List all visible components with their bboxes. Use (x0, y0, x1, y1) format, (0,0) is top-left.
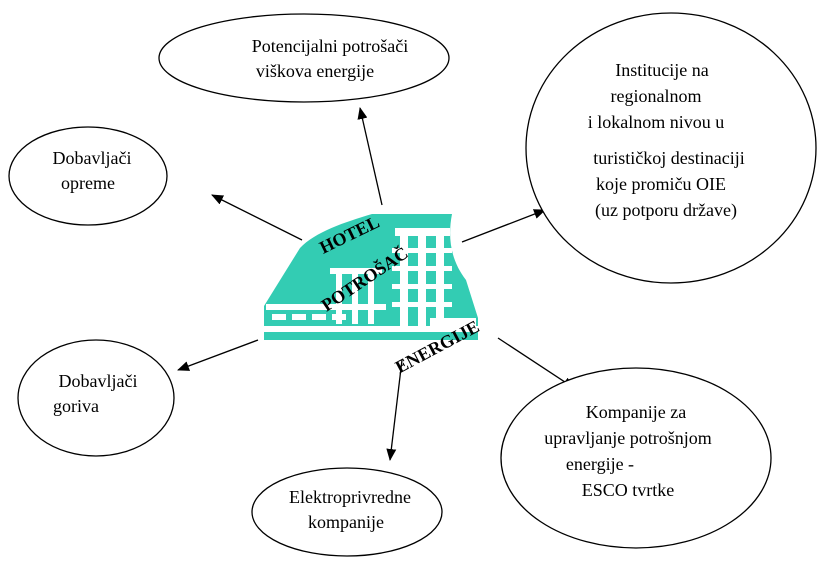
node-esco-companies-ellipse (500, 367, 772, 549)
arrow-to-esco (497, 337, 575, 389)
node-institutions-line-3: i lokalnom nivou u (588, 112, 725, 132)
node-potential-consumers: Potencijalni potrošači viškova energije (158, 13, 450, 103)
node-esco-companies-line-2: upravljanje potrošnjom (544, 428, 711, 448)
node-institutions-ellipse (525, 12, 817, 284)
arrow-to-potential-consumers (357, 107, 383, 206)
arrow-to-institutions (461, 209, 546, 243)
node-institutions-line-4: turističkoj destinaciji (593, 148, 744, 168)
node-fuel-suppliers-line-2: goriva (53, 396, 99, 416)
node-potential-consumers-line-1: Potencijalni potrošači (252, 36, 408, 56)
node-fuel-suppliers-ellipse (17, 339, 175, 457)
node-equipment-suppliers-line-2: opreme (61, 173, 115, 193)
node-potential-consumers-ellipse (158, 13, 450, 103)
node-equipment-suppliers-line-1: Dobavljači (53, 148, 132, 168)
node-fuel-suppliers: Dobavljači goriva (17, 339, 175, 457)
node-esco-companies-line-3: energije - (566, 454, 634, 474)
node-electric-companies-ellipse (251, 467, 443, 557)
node-equipment-suppliers: Dobavljači opreme (8, 126, 168, 226)
arrow-to-electric-companies (386, 359, 403, 461)
node-electric-companies-line-2: kompanije (308, 512, 384, 532)
node-esco-companies-line-4: ESCO tvrtke (582, 480, 675, 500)
node-institutions-line-2: regionalnom (611, 86, 702, 106)
node-electric-companies: Elektroprivredne kompanije (251, 467, 443, 557)
node-esco-companies: Kompanije za upravljanje potrošnjom ener… (500, 367, 772, 549)
arrow-to-fuel-suppliers (177, 339, 259, 371)
node-institutions-line-6: (uz potporu države) (595, 200, 737, 221)
hotel-building-icon (264, 214, 478, 340)
node-institutions-line-5: koje promiču OIE (596, 174, 726, 194)
node-fuel-suppliers-line-1: Dobavljači (59, 371, 138, 391)
node-institutions: Institucije na regionalnom i lokalnom ni… (525, 12, 817, 284)
node-equipment-suppliers-ellipse (8, 126, 168, 226)
node-institutions-line-1: Institucije na (615, 60, 708, 80)
arrow-to-equipment-suppliers (211, 194, 303, 241)
node-potential-consumers-line-2: viškova energije (256, 61, 374, 81)
node-electric-companies-line-1: Elektroprivredne (289, 487, 411, 507)
node-esco-companies-line-1: Kompanije za (586, 402, 686, 422)
